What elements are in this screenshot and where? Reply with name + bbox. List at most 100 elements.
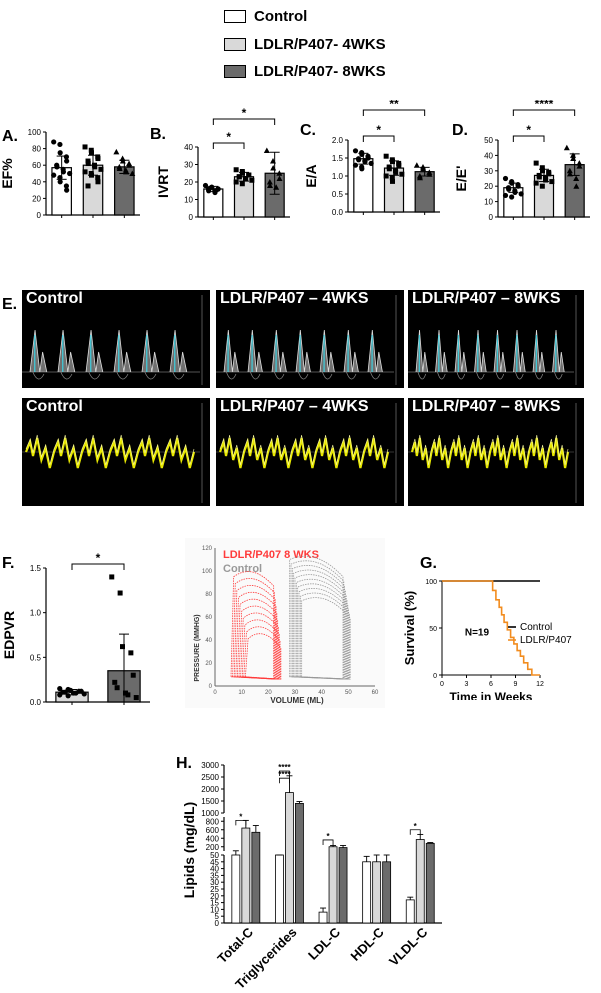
echo-wave-low [417,371,427,380]
pv-loop-red [236,598,278,680]
data-point [266,179,273,185]
data-point [518,191,524,197]
data-point [539,183,545,189]
echo-wave [29,329,48,373]
data-point [543,177,549,183]
y-tick-label: 50 [484,136,493,145]
data-point [125,692,131,698]
data-point [54,164,60,170]
bar [362,861,372,924]
data-point [64,187,70,193]
echo-wave-low [554,371,563,380]
data-point [51,172,57,178]
significance-label: **** [535,100,554,111]
data-point [120,644,125,650]
y-axis-label: E/A [303,164,319,187]
pv-loop-background [185,538,385,708]
data-point [566,170,573,177]
data-point [539,165,545,171]
y-axis-label: EDPVR [1,611,17,659]
panel-letter-g: G. [420,555,437,572]
data-point [386,166,392,172]
pv-loop-gray [298,588,349,680]
y-tick-label: 3000 [201,761,219,770]
data-point [509,194,515,200]
data-point [383,153,389,159]
data-point [89,150,94,156]
category-label: LDL-C [305,924,344,963]
y-axis-label: Survival (%) [402,591,417,665]
panel-letter-d: D. [452,122,468,139]
pv-xtick: 50 [345,690,352,696]
data-point [266,182,273,188]
echo-wave-halo [25,434,195,466]
y-tick-label: 40 [210,865,219,874]
data-point [113,148,120,155]
data-point [112,679,118,685]
data-point [129,170,136,176]
echo-wave-low [32,371,45,380]
y-tick-label: 1.5 [332,154,344,163]
echo-title: Control [26,290,83,307]
echo-wave [247,329,263,373]
pv-loop-gray [294,574,347,680]
echo-wave [454,329,468,373]
survival-line [442,580,540,676]
pv-ytick: 40 [205,638,212,644]
data-point [82,169,88,175]
data-point [563,144,570,151]
data-point [119,155,126,162]
data-point [57,175,63,181]
data-point [206,188,212,194]
echo-tissue-control: Control [22,398,210,506]
data-point [368,160,374,166]
y-tick-label: 30 [184,161,193,170]
data-point [273,184,280,190]
legend-swatch-control [224,10,246,23]
chart-c: 0.00.51.01.52.0E/A*** [303,100,440,217]
pv-legend-gray: Control [223,563,262,575]
y-tick-label: 2500 [201,773,219,782]
pv-loop-red [232,578,275,680]
pv-xtick: 0 [213,690,217,696]
y-tick-label: 1.0 [30,609,42,618]
data-point [533,180,539,186]
pv-ytick: 20 [205,661,212,667]
data-point [502,192,509,199]
bar [328,846,338,924]
x-tick-label: 6 [489,681,493,688]
y-tick-label: 800 [206,817,220,826]
echo-wave-low [88,371,101,380]
data-point [60,169,67,175]
echo-wave [435,329,448,373]
significance-bracket [279,770,290,776]
data-point [389,175,395,181]
chart-h: 1000150020002500300020040060080005101520… [181,761,442,991]
panel-letter-e: E. [2,296,18,313]
x-tick-label: 9 [514,681,518,688]
bar [405,899,415,924]
legend-label: Control [254,8,308,25]
pv-loop-red [241,619,280,680]
data-point [85,183,91,189]
echo-title: Control [26,398,83,415]
pv-loop-red [235,591,277,680]
data-point [383,173,389,179]
echo-wave-low [274,371,285,380]
bar [231,854,241,924]
echo-wave [513,329,526,373]
y-tick-label: 0.5 [332,190,344,199]
y-tick-label: 30 [484,167,493,176]
x-tick-label: 12 [536,681,544,688]
y-tick-label: 10 [210,905,219,914]
legend-item-8wks: LDLR/P407- 8WKS [224,63,386,80]
data-point [570,155,577,161]
legend-swatch-8wks [224,65,246,78]
bar [275,854,284,924]
y-tick-label: 0 [433,673,437,680]
data-point [549,179,555,185]
data-point [515,183,521,189]
bar [382,861,392,924]
y-tick-label: 1.0 [332,172,344,181]
data-point [233,167,239,173]
